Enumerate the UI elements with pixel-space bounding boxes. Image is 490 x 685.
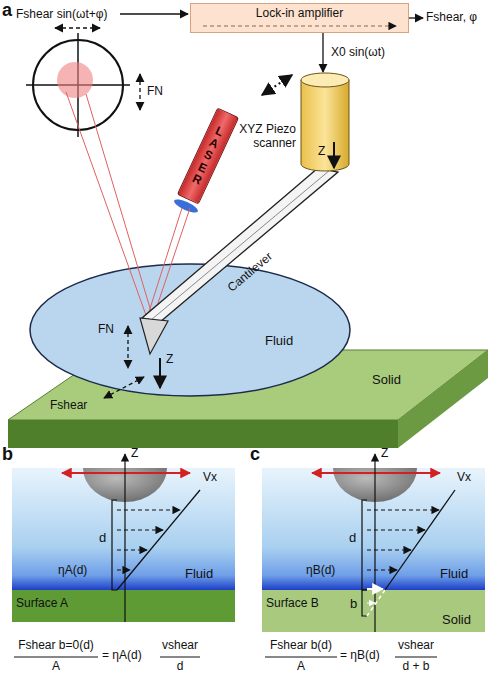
cantilever-part (140, 318, 168, 354)
tip-forces-part (159, 358, 161, 388)
laser-box: LASER (177, 107, 239, 204)
z-arrow (333, 142, 335, 168)
solid-slab-part (398, 350, 488, 448)
photodetector-part (55, 27, 100, 28)
signal-arrows-part (262, 75, 292, 95)
panel-b-part-part (117, 549, 147, 550)
panel-c-part-part (367, 569, 397, 570)
photodetector (26, 28, 140, 137)
node-label: Lock-in amplifier (191, 6, 408, 20)
cylinder-top (301, 73, 349, 87)
panel-b-part-part (117, 509, 180, 510)
cylinder-body (301, 80, 349, 171)
annotation-label: Fshear (50, 398, 87, 412)
panel-c-part (362, 590, 367, 616)
annotation-label: Solid (442, 612, 471, 628)
node-label: LASER (189, 124, 228, 189)
panel-c-part (362, 500, 367, 590)
panel-b-part (117, 510, 180, 570)
laser-beam-part (66, 92, 147, 318)
node-label: XYZ Piezo scanner (238, 122, 296, 150)
tip-forces (104, 326, 160, 398)
panel-b-part (160, 657, 200, 658)
annotation-label: d (99, 530, 106, 546)
annotation-label: Fluid (185, 566, 213, 582)
panel-b-part-part (117, 569, 130, 570)
laser-beam (66, 92, 199, 318)
panel-c-part (367, 602, 375, 603)
panel-c-part-part (367, 509, 439, 510)
annotation-label: Surface B (266, 596, 319, 610)
annotation-label: ηB(d) (306, 563, 335, 577)
annotation-label: Vx (457, 470, 471, 484)
panel-c-part (367, 510, 439, 570)
panel-b-part (14, 657, 98, 658)
panel-letter: a (2, 0, 12, 22)
dashed-arrow (203, 25, 396, 26)
annotation-label: Z (381, 446, 388, 460)
annotation-label: vshear (162, 638, 198, 652)
panel-c-part (367, 588, 383, 590)
annotation-label: Fluid (440, 566, 468, 582)
tip-forces-part (127, 326, 128, 368)
panel-b-part (62, 472, 190, 474)
panel-c-part (265, 657, 337, 658)
panel-c-part-part (367, 549, 411, 550)
annotation-label: Z (131, 446, 138, 460)
annotation-label: Z (166, 352, 173, 366)
annotation-label: FN (98, 322, 114, 336)
signal-arrows-part (120, 13, 188, 14)
panel-letter: c (250, 444, 260, 466)
annotation-label: FN (147, 84, 163, 98)
annotation-label: = ηB(d) (340, 648, 380, 662)
panel-c-part (312, 472, 440, 474)
panel-b-part (12, 590, 235, 622)
annotation-label: Fshear sin(ωt+φ) (16, 7, 108, 21)
panel-c (262, 454, 485, 657)
photodetector-part (57, 62, 93, 98)
panel-c-part (262, 590, 485, 632)
annotation-label: Surface A (16, 596, 68, 610)
annotation-label: d (349, 530, 356, 546)
annotation-label: Vx (203, 470, 217, 484)
panel-b (12, 454, 235, 657)
panel-c-part (367, 590, 385, 616)
signal-connector (322, 33, 323, 72)
annotation-label: b (350, 596, 357, 612)
annotation-label: A (52, 659, 60, 673)
annotation-label: = ηA(d) (102, 648, 142, 662)
laser-beam-part (86, 94, 153, 318)
annotation-label: A (297, 659, 305, 673)
cantilever (140, 168, 338, 354)
annotation-label: Solid (372, 372, 401, 388)
panel-b-part-part (117, 529, 163, 530)
edge-label: X0 sin(ωt) (331, 45, 385, 59)
annotation-label: Fshear b=0(d) (18, 638, 94, 652)
panel-c-part (374, 454, 375, 632)
solid-slab-part (8, 420, 398, 448)
panel-b-part (12, 468, 235, 590)
annotation-label: ηA(d) (58, 563, 87, 577)
cantilever-part (142, 168, 338, 322)
panel-c-part-part (367, 529, 425, 530)
annotation-label: Fluid (265, 333, 293, 349)
annotation-label: Fshear b(d) (270, 638, 332, 652)
annotation-label: d (177, 659, 184, 673)
panel-c-part (395, 657, 437, 658)
panel-c-part (262, 468, 485, 590)
photodetector-part (139, 74, 140, 110)
panel-letter: b (2, 444, 13, 466)
annotation-label: Z (318, 144, 325, 158)
panel-b-part (112, 500, 117, 590)
annotation-label: d + b (402, 659, 429, 673)
tip-forces-part (104, 377, 144, 398)
lock-in-box: Lock-in amplifier (190, 3, 409, 33)
panel-b-part (124, 454, 125, 622)
annotation-label: Fshear, φ (426, 10, 477, 24)
annotation-label: vshear (398, 638, 434, 652)
